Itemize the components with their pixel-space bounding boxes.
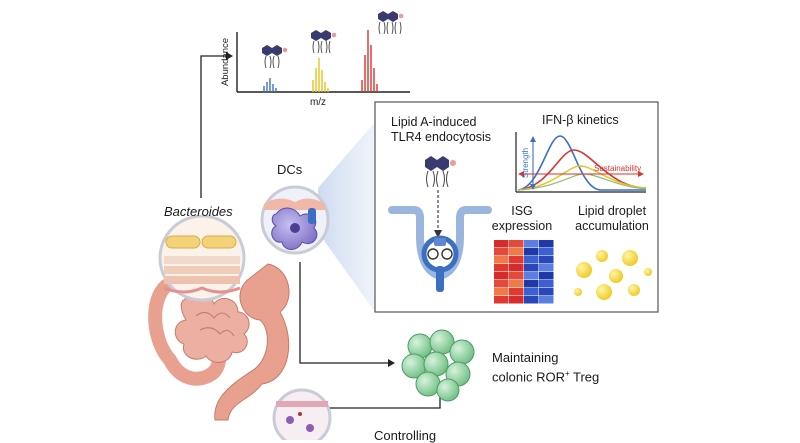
lipid-droplet-title: Lipid droplet accumulation <box>566 204 658 234</box>
isg-title-line2: expression <box>491 219 553 233</box>
heatmap-cell <box>539 240 554 248</box>
heatmap-cell <box>494 296 509 304</box>
heatmap-cell <box>494 248 509 256</box>
bacteroides-circle <box>158 214 246 302</box>
heatmap-cell <box>524 288 539 296</box>
heatmap-cell <box>509 264 524 272</box>
heatmap-cell <box>539 288 554 296</box>
heatmap-cell <box>509 240 524 248</box>
outcome-line1: Maintaining <box>492 350 559 365</box>
heatmap-cell <box>494 264 509 272</box>
outcome-line2-prefix: colonic ROR <box>492 369 565 385</box>
kinetics-title: IFN-β kinetics <box>542 113 619 127</box>
red-peak-cluster <box>361 30 378 92</box>
heatmap-cell <box>524 280 539 288</box>
outcome-line2: colonic ROR+ Treg <box>492 366 599 385</box>
arrowhead-ms <box>226 52 233 60</box>
bacteroides-label: Bacteroides <box>164 204 233 219</box>
heatmap-cell <box>494 288 509 296</box>
arrow-to-ms <box>200 55 226 198</box>
intestine-illustration <box>148 263 290 421</box>
heatmap-cell <box>509 280 524 288</box>
outcome-label: Maintaining colonic ROR+ Treg <box>492 350 599 385</box>
isg-title: ISG expression <box>482 204 562 234</box>
dcs-label: DCs <box>277 162 303 177</box>
heatmap-cell <box>539 248 554 256</box>
heatmap-cell <box>494 256 509 264</box>
endocytosis-title: Lipid A-induced TLR4 endocytosis <box>391 115 491 145</box>
y-axis-label: Abundance <box>220 38 231 86</box>
mass-spec-panel <box>236 11 410 93</box>
dc-circle <box>260 185 330 255</box>
heatmap-cell <box>524 248 539 256</box>
heatmap-cell <box>539 296 554 304</box>
isg-title-line1: ISG <box>511 204 533 218</box>
heatmap-cell <box>509 248 524 256</box>
heatmap-cell <box>539 280 554 288</box>
lipid-a-icon-small-3 <box>378 11 404 35</box>
outcome-line2-suffix: Treg <box>569 369 600 385</box>
lipid-title-line1: Lipid droplet <box>577 204 647 218</box>
sustainability-label: Sustainability <box>594 164 641 173</box>
ifn-kinetics-plot <box>515 132 647 193</box>
endocytosis-title-line2: TLR4 endocytosis <box>391 130 492 144</box>
isg-heatmap <box>494 240 554 304</box>
heatmap-cell <box>524 272 539 280</box>
x-axis-label: m/z <box>310 97 326 108</box>
lipid-a-icon-small-1 <box>262 45 288 69</box>
heatmap-cell <box>539 256 554 264</box>
heatmap-cell <box>494 280 509 288</box>
inhibit-line <box>308 395 441 409</box>
blue-peak-cluster <box>263 78 277 92</box>
heatmap-cell <box>509 256 524 264</box>
heatmap-cell <box>509 272 524 280</box>
lipid-droplets <box>574 250 652 300</box>
yellow-peak-cluster <box>312 58 329 92</box>
heatmap-cell <box>524 296 539 304</box>
mucosa-circle <box>272 388 332 440</box>
lipid-title-line2: accumulation <box>575 219 649 233</box>
controlling-label: Controlling <box>374 428 437 443</box>
lipid-a-icon-large <box>425 156 456 238</box>
heatmap-cell <box>509 296 524 304</box>
heatmap-cell <box>539 264 554 272</box>
strength-label: Strength <box>521 148 530 178</box>
heatmap-cell <box>494 272 509 280</box>
heatmap-cell <box>524 240 539 248</box>
treg-cluster <box>401 329 475 402</box>
detail-panel <box>374 101 659 313</box>
endosome-illustration <box>388 206 492 292</box>
lipid-a-icon-small-2 <box>311 30 337 54</box>
arrow-to-treg <box>299 262 388 364</box>
heatmap-cell <box>494 240 509 248</box>
endocytosis-title-line1: Lipid A-induced <box>391 115 477 129</box>
zoom-beam <box>318 122 375 312</box>
arrowhead-treg <box>388 359 395 367</box>
heatmap-cell <box>509 288 524 296</box>
heatmap-cell <box>524 264 539 272</box>
outcome-line2-sup: + <box>564 369 570 378</box>
heatmap-cell <box>539 272 554 280</box>
heatmap-cell <box>524 256 539 264</box>
